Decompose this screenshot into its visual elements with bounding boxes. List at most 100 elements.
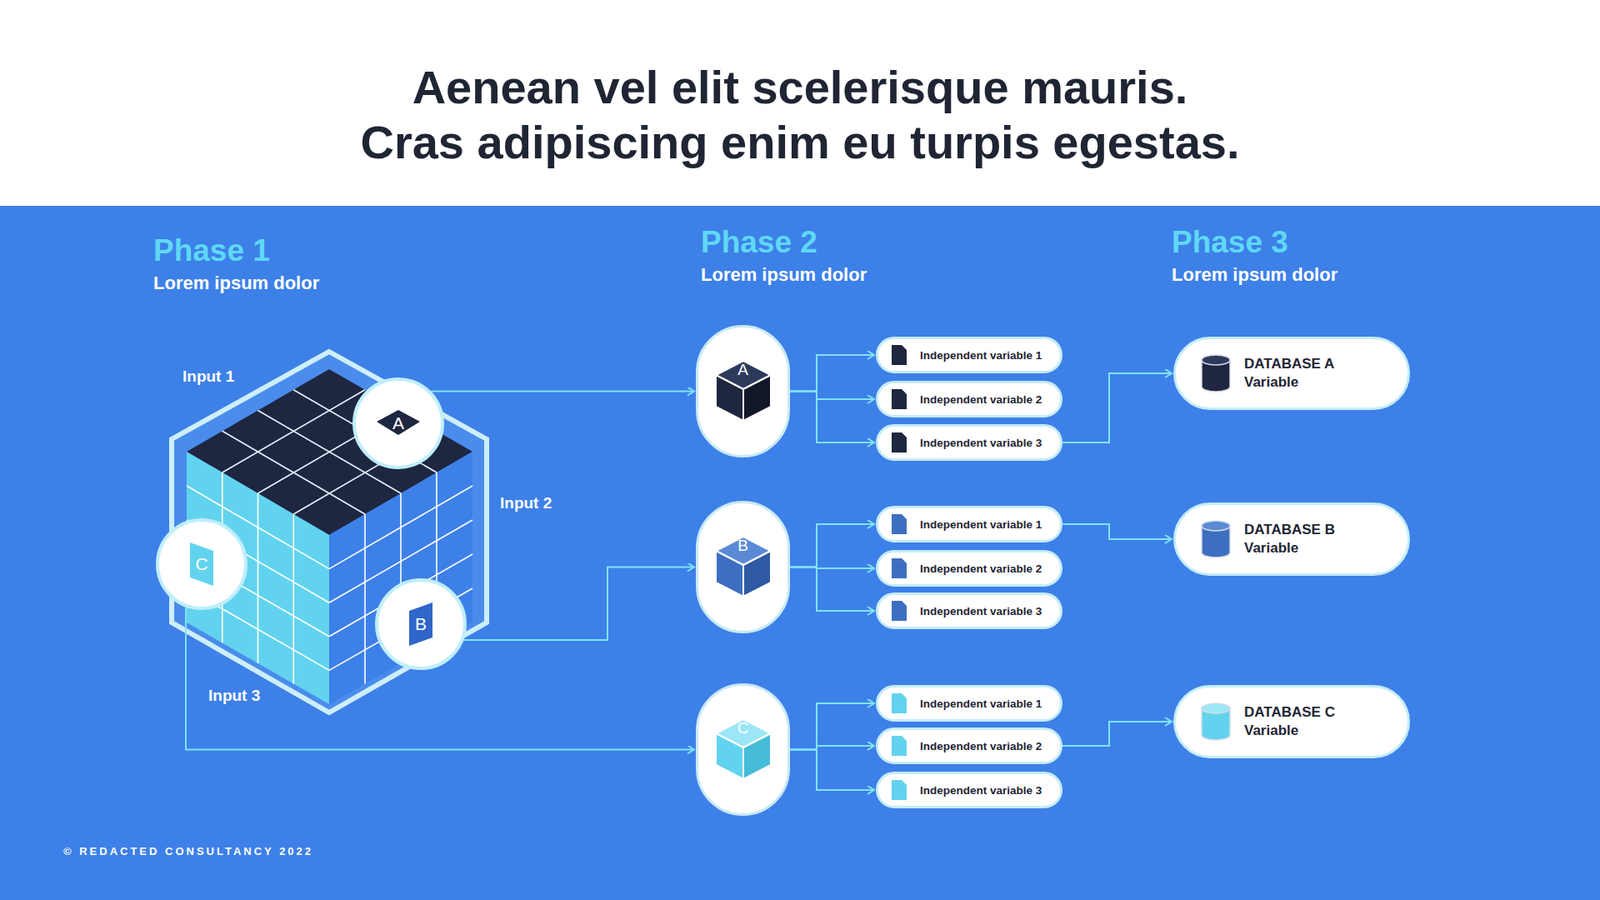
input-letter: A xyxy=(392,413,405,434)
database-subtitle: Variable xyxy=(1244,373,1335,392)
grid-line xyxy=(292,514,295,685)
document-shape xyxy=(891,600,907,621)
database-text: DATABASE BVariable xyxy=(1244,520,1335,558)
cube-icon-right xyxy=(743,550,771,597)
panel-shape xyxy=(190,542,214,586)
grid-line xyxy=(257,493,260,664)
database-box: DATABASE AVariable xyxy=(1173,336,1410,410)
variable-text: Independent variable 3 xyxy=(920,605,1042,618)
document-shape xyxy=(891,345,907,365)
document-icon xyxy=(891,514,907,535)
cube-letter: C xyxy=(698,719,788,738)
cube-icon-right xyxy=(743,375,771,421)
document-icon xyxy=(891,345,907,365)
phase-heading: Phase 3 xyxy=(1171,225,1289,260)
phase-heading: Phase 1 xyxy=(153,233,270,269)
panel-shape xyxy=(409,602,433,646)
database-name: DATABASE A xyxy=(1244,355,1335,374)
phase-heading: Phase 2 xyxy=(700,225,818,260)
document-icon xyxy=(891,558,907,579)
variable-box: Independent variable 2 xyxy=(875,380,1063,418)
phase-subtitle: Lorem ipsum dolor xyxy=(153,272,320,295)
database-icon xyxy=(1200,354,1231,393)
connector xyxy=(790,391,875,444)
database-icon xyxy=(1200,520,1231,559)
phase-subtitle: Lorem ipsum dolor xyxy=(700,264,867,286)
document-icon xyxy=(891,389,907,410)
connector xyxy=(430,390,695,393)
input-letter: C xyxy=(195,554,208,575)
cube-letter: B xyxy=(698,536,788,555)
document-shape xyxy=(891,780,907,800)
cube-icon-right xyxy=(743,733,771,780)
document-icon xyxy=(891,780,907,800)
document-icon xyxy=(891,432,907,453)
input-letter: B xyxy=(415,614,427,635)
connector xyxy=(790,567,875,612)
variable-box: Independent variable 3 xyxy=(875,771,1063,809)
database-subtitle: Variable xyxy=(1244,539,1335,558)
document-shape xyxy=(891,558,907,579)
grid-line xyxy=(364,514,366,685)
cylinder-top xyxy=(1201,703,1230,714)
database-box: DATABASE CVariable xyxy=(1173,685,1410,759)
database-name: DATABASE B xyxy=(1244,520,1335,540)
variable-box: Independent variable 1 xyxy=(875,685,1063,722)
cube-left xyxy=(186,451,330,705)
diamond-shape xyxy=(376,410,420,435)
variable-text: Independent variable 1 xyxy=(920,697,1042,710)
input-circle: B xyxy=(375,578,467,670)
connector xyxy=(790,524,875,568)
variable-box: Independent variable 2 xyxy=(875,727,1063,765)
document-shape xyxy=(891,693,907,714)
cube-right xyxy=(329,451,473,705)
input-label: Input 2 xyxy=(500,494,552,513)
variable-box: Independent variable 3 xyxy=(875,592,1063,630)
grid-line xyxy=(222,430,365,515)
document-shape xyxy=(891,735,907,756)
variable-box: Independent variable 2 xyxy=(875,550,1063,587)
title: Aenean vel elit scelerisque mauris. Cras… xyxy=(216,60,1384,170)
document-shape xyxy=(891,432,907,453)
document-shape xyxy=(891,514,907,535)
phase-pill: C xyxy=(695,683,790,816)
variable-box: Independent variable 1 xyxy=(875,336,1063,374)
document-icon xyxy=(891,600,907,621)
database-text: DATABASE CVariable xyxy=(1244,703,1335,740)
variable-text: Independent variable 2 xyxy=(920,740,1042,753)
variable-box: Independent variable 1 xyxy=(875,505,1063,543)
database-text: DATABASE AVariable xyxy=(1244,355,1335,392)
database-subtitle: Variable xyxy=(1244,721,1335,740)
phase-pill: B xyxy=(695,500,790,634)
database-box: DATABASE BVariable xyxy=(1173,502,1410,576)
connector xyxy=(464,567,695,641)
input-label: Input 3 xyxy=(208,686,260,705)
phase-pill: A xyxy=(695,325,790,458)
cube-icon-left xyxy=(715,733,744,780)
document-icon xyxy=(891,693,907,714)
cylinder-top xyxy=(1201,355,1230,365)
cube-icon-left xyxy=(715,550,744,597)
connector xyxy=(790,703,875,750)
variable-text: Independent variable 1 xyxy=(920,518,1042,531)
document-icon xyxy=(891,735,907,756)
variable-text: Independent variable 1 xyxy=(920,349,1042,362)
copyright-note: © REDACTED CONSULTANCY 2022 xyxy=(63,845,314,858)
variable-box: Independent variable 3 xyxy=(875,424,1063,461)
variable-text: Independent variable 2 xyxy=(920,393,1042,406)
connector xyxy=(1062,721,1172,746)
variable-text: Independent variable 2 xyxy=(920,562,1042,575)
input-circle: C xyxy=(155,518,248,610)
input-label: Input 1 xyxy=(182,367,235,386)
database-icon xyxy=(1200,702,1231,741)
cube-icon-left xyxy=(715,375,744,421)
database-name: DATABASE C xyxy=(1244,703,1335,722)
connector xyxy=(790,750,875,791)
phase-subtitle: Lorem ipsum dolor xyxy=(1171,264,1338,286)
variable-text: Independent variable 3 xyxy=(920,784,1042,797)
connector xyxy=(1062,524,1172,540)
cylinder-top xyxy=(1201,520,1230,531)
connector xyxy=(790,355,875,392)
input-circle: A xyxy=(352,377,445,470)
variable-text: Independent variable 3 xyxy=(920,436,1042,450)
